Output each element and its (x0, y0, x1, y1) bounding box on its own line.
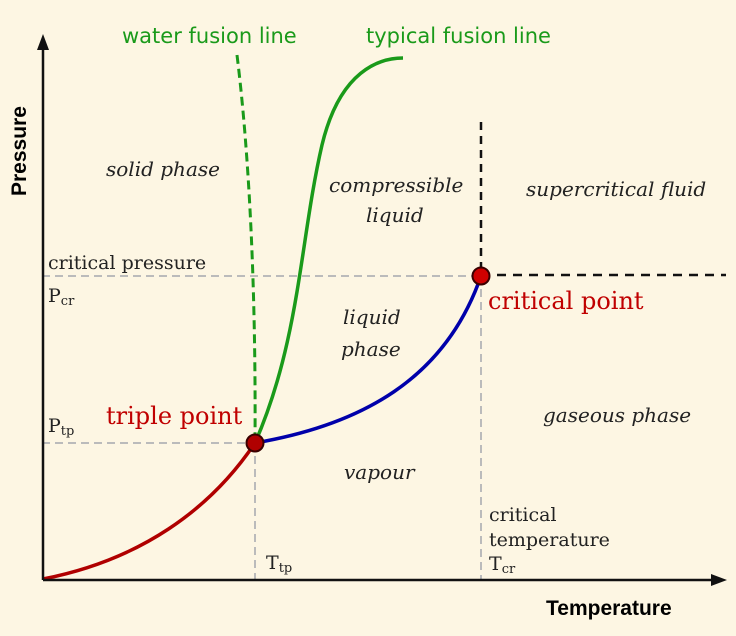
compressible-liquid-label-line1: compressible (329, 173, 463, 197)
p-cr-label: Pcr (48, 285, 75, 309)
x-axis-arrow-icon (711, 574, 727, 586)
vaporization-curve (254, 275, 483, 445)
p-tp-sub: tp (61, 424, 75, 439)
critical-temperature-label-line1: critical (489, 504, 557, 526)
liquid-phase-label-line1: liquid (343, 305, 401, 329)
water-fusion-curve (235, 54, 257, 444)
t-cr-label: Tcr (489, 553, 516, 577)
compressible-liquid-label-line2: liquid (366, 203, 424, 227)
t-tp-label: Ttp (266, 552, 292, 576)
t-cr-main: T (489, 553, 502, 575)
p-cr-sub: cr (61, 294, 75, 309)
triple-point-label: triple point (106, 402, 243, 430)
liquid-phase-label-line2: phase (341, 337, 401, 361)
supercritical-fluid-label: supercritical fluid (526, 177, 706, 201)
gaseous-phase-label: gaseous phase (543, 403, 691, 427)
x-axis-title: Temperature (546, 597, 672, 620)
p-tp-main: P (48, 415, 61, 437)
typical-fusion-label: typical fusion line (366, 24, 551, 48)
critical-temperature-label-line2: temperature (489, 529, 610, 551)
water-fusion-label: water fusion line (122, 24, 297, 48)
t-tp-sub: tp (279, 561, 293, 576)
t-tp-main: T (266, 552, 279, 574)
t-cr-sub: cr (502, 562, 516, 577)
sublimation-curve (42, 442, 257, 581)
p-tp-label: Ptp (48, 415, 74, 439)
triple-point-marker (245, 433, 265, 453)
critical-point-marker (471, 266, 491, 286)
critical-point-label: critical point (488, 287, 644, 315)
y-axis-title: Pressure (8, 106, 31, 196)
solid-phase-label: solid phase (106, 157, 220, 181)
critical-pressure-label: critical pressure (48, 252, 206, 274)
typical-fusion-curve (253, 56, 404, 444)
vapour-label: vapour (344, 460, 416, 484)
p-cr-main: P (48, 285, 61, 307)
y-axis-arrow-icon (37, 34, 49, 50)
